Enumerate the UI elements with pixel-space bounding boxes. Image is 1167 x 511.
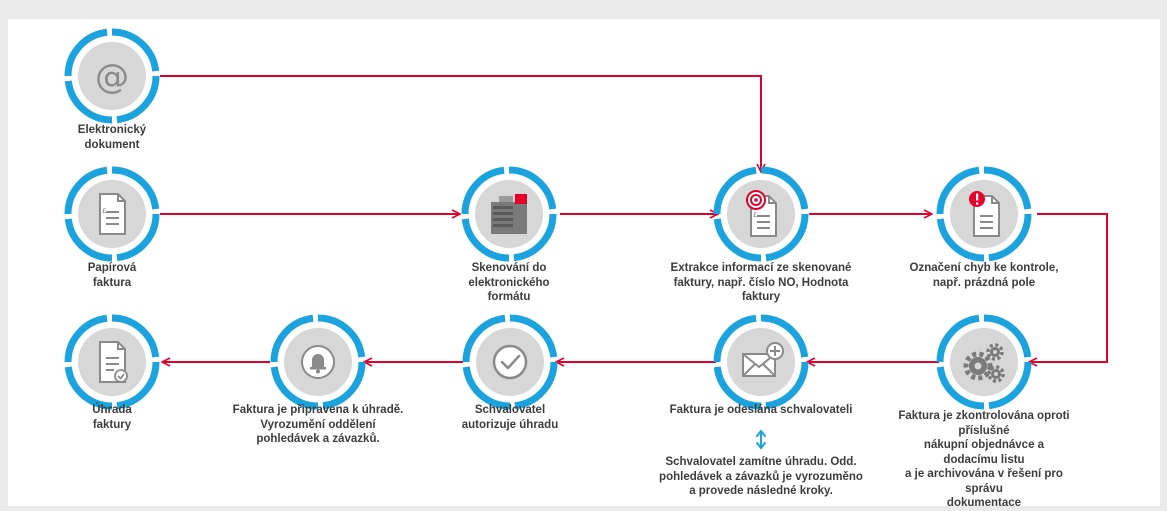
step-approve-label: Schvalovatel autorizuje úhradu [461,404,559,431]
step-extract-label: Extrakce informací ze skenované faktury,… [670,262,852,303]
step-email-label: Elektronický dokument [77,124,147,151]
at-sign-icon: @ [95,57,129,97]
diagram-panel: @ Elektronický dokument £ Papírová faktu… [8,19,1160,509]
step-paper-node: £ [64,166,160,262]
step-paper-label: Papírová faktura [87,262,137,289]
arrow-flag-to-check [1030,213,1108,362]
step-email-node: @ [64,28,160,124]
step-notify-label: Faktura je připravena k úhradě. Vyrozumě… [232,404,404,445]
step-extract-node: £ [713,166,809,262]
gears-icon [963,343,1005,383]
step-pay-node [64,314,160,410]
paper-invoice-icon [99,193,126,235]
step-pay-label: Úhrada faktury [92,404,132,431]
svg-text:£: £ [753,211,757,219]
rejection-note: Schvalovatel zamítne úhradu. Odd. pohled… [659,456,863,497]
step-approve-node [462,314,558,410]
step-flag-node [936,166,1032,262]
step-notify-node [270,314,366,410]
step-scan-node [461,166,557,262]
step-send-node [713,314,809,410]
arrow-email-to-extract [160,75,761,171]
flow-arrows [160,75,1108,450]
step-send-label: Faktura je odeslána schvalovateli [669,404,853,416]
reject-double-arrow [756,429,766,450]
bell-icon [301,345,335,379]
step-check-label: Faktura je zkontrolována oproti příslušn… [898,410,1070,509]
step-scan-label: Skenování do elektronického formátu [468,262,550,303]
paid-invoice-icon [99,341,128,383]
target-document-icon [746,190,777,237]
envelope-plus-icon [742,342,784,377]
alert-document-icon [969,191,1000,237]
step-check-node [936,314,1032,410]
step-flag-label: Označení chyb ke kontrole, např. prázdná… [909,262,1059,289]
checkmark-icon [492,344,528,380]
scanner-icon [491,194,527,234]
svg-text:£: £ [102,207,106,215]
